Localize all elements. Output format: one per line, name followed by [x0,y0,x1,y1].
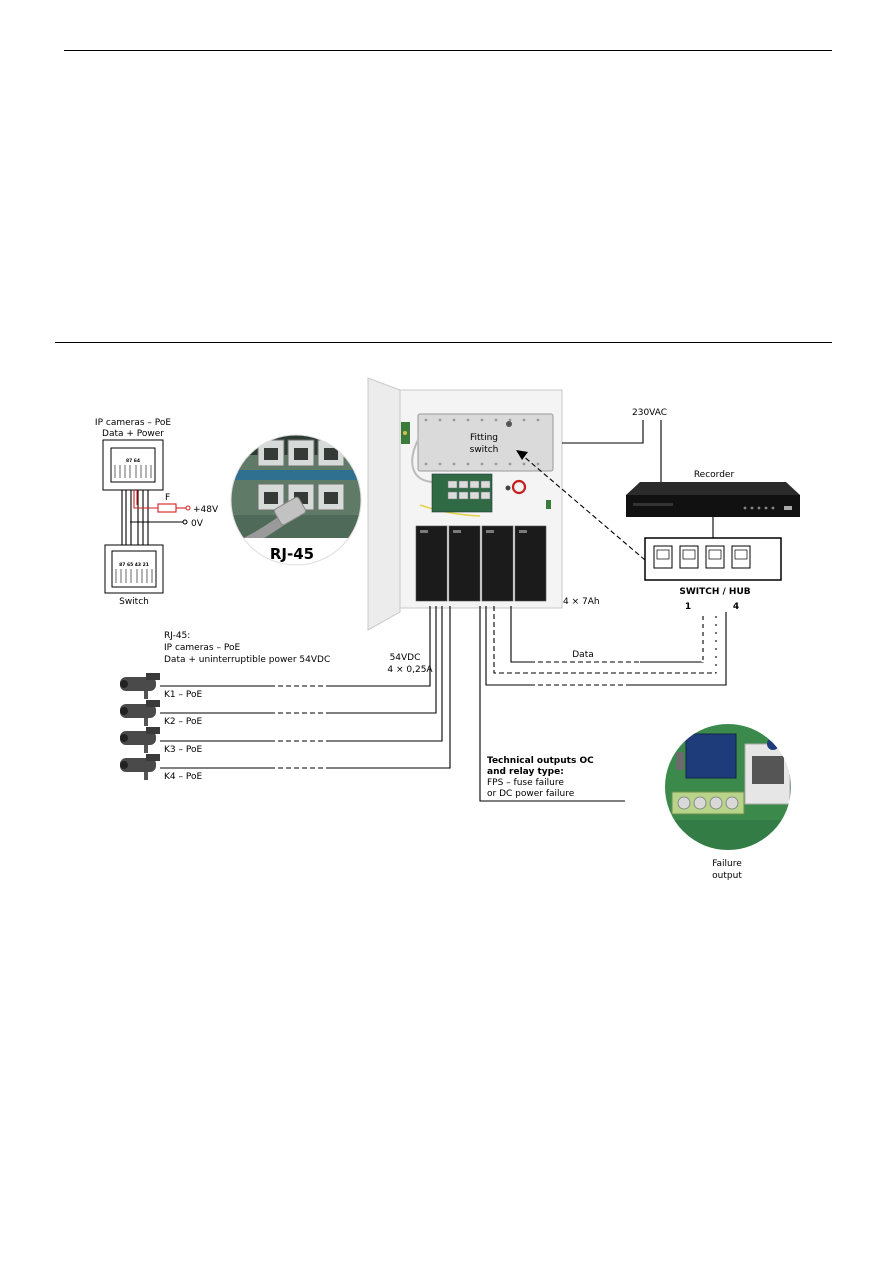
rj45-magnifier: RJ-45 [230,434,362,566]
camera-output-k1: K1 – PoE [164,690,202,700]
mains-cable [562,420,644,444]
psu-enclosure: Fitting switch [367,377,563,631]
tech-outputs-title-line1: Technical outputs OC [487,756,594,766]
switch-hub [644,537,782,581]
bottom-pin-numbers: 87 65 43 21 [119,562,149,568]
camera-group-title-line2: IP cameras – PoE [164,643,240,653]
pinout-title-line2: Data + Power [102,429,164,439]
section-rule [55,342,832,343]
switch-label: Switch [119,597,149,607]
fitting-switch-line2: switch [470,445,499,455]
failure-output-magnifier [663,722,793,852]
fitting-switch-plate [417,413,554,472]
mains-label: 230VAC [632,408,667,418]
top-rule [64,50,832,51]
battery-pack [415,525,547,602]
switch-links [485,606,727,686]
switch-port-1-label: 1 [685,602,691,612]
fuse-label: F [165,493,170,503]
camera-output-k2: K2 – PoE [164,717,202,727]
switch-hub-label: SWITCH / HUB [679,587,750,597]
technical-output-cable [479,606,625,802]
failure-output-line2: output [712,871,742,881]
fuse-symbol [157,503,177,513]
camera-k4 [120,754,160,780]
data-link-label: Data [572,650,594,660]
top-pin-numbers: 87 64 [126,458,140,464]
failure-output-line1: Failure [712,859,742,869]
camera-output-k4: K4 – PoE [164,772,202,782]
psu-output-current: 4 × 0,25A [387,665,433,675]
camera-group-title-line3: Data + uninterruptible power 54VDC [164,655,330,665]
arrow-head [516,450,528,460]
magnifier-label: RJ-45 [270,545,314,563]
camera-k1 [120,673,160,699]
pinout-title-line1: IP cameras – PoE [95,418,171,428]
recorder-device [626,482,800,517]
tech-outputs-title-line2: and relay type: [487,767,564,777]
switch-port-4-label: 4 [733,602,739,612]
psu-output-voltage: 54VDC [390,653,421,663]
zero-volt-label: 0V [191,519,204,529]
fitting-switch-line1: Fitting [470,433,498,443]
battery-label: 4 × 7Ah [563,597,600,607]
camera-cables [160,606,451,769]
camera-group-title-line1: RJ-45: [164,631,190,641]
plus-48v-label: +48V [193,505,219,515]
recorder-label: Recorder [694,470,735,480]
tech-outputs-line3: FPS – fuse failure [487,778,564,788]
tech-outputs-line4: or DC power failure [487,789,575,799]
rj45-pinout: IP cameras – PoE Data + Power 87 64 [95,418,219,607]
camera-output-k3: K3 – PoE [164,745,202,755]
camera-k3 [120,727,160,753]
camera-k2 [120,700,160,726]
uplink-arrow [521,454,646,561]
